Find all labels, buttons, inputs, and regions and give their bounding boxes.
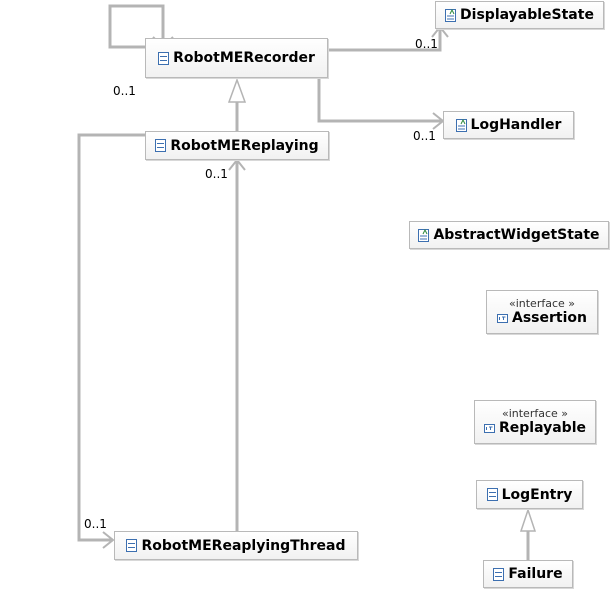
interface-replayable[interactable]: «interface » Replayable [474,400,596,444]
class-icon [126,539,138,552]
failure-inherits-log-entry-triangle [519,507,537,532]
class-icon [155,139,167,152]
class-name: AbstractWidgetState [433,227,600,243]
interface-stereotype: «interface » [501,407,569,420]
abstract-class-icon [445,8,457,22]
recorder-to-displayable-association [328,28,442,52]
interface-stereotype: «interface » [508,297,576,310]
multiplicity-thread-to-replaying: 0..1 [205,167,228,181]
multiplicity-recorder-self: 0..1 [113,84,136,98]
class-icon [486,488,498,501]
class-name: RobotMERecorder [173,50,315,66]
class-robotmereaplyingthread[interactable]: RobotMEReaplyingThread [114,531,358,560]
multiplicity-replaying-to-thread: 0..1 [84,517,107,531]
multiplicity-recorder-to-log-handler: 0..1 [413,129,436,143]
interface-name: Assertion [512,310,587,326]
class-name: Failure [508,566,563,582]
interface-assertion[interactable]: «interface » Assertion [486,290,598,334]
abstract-class-icon [418,228,430,242]
class-loghandler[interactable]: LogHandler [443,111,574,139]
interface-icon [483,423,495,433]
class-name: DisplayableState [460,7,594,23]
class-name: RobotMEReplaying [170,137,319,154]
class-name: LogEntry [501,486,573,503]
class-name: LogHandler [470,117,562,133]
replaying-to-thread-arrowhead [102,531,115,549]
interface-name: Replayable [498,420,586,436]
abstract-class-icon [455,118,467,132]
recorder-to-log-handler-association [317,78,443,123]
class-logentry[interactable]: LogEntry [476,480,583,509]
class-icon [493,567,505,581]
replaying-to-thread-association [77,133,145,542]
class-icon [158,51,170,65]
replaying-inherits-recorder-triangle [227,77,247,103]
class-robotmereplaying[interactable]: RobotMEReplaying [145,131,329,160]
class-displayablestate[interactable]: DisplayableState [435,1,604,29]
class-failure[interactable]: Failure [483,560,573,588]
recorder-self-association [108,4,165,49]
multiplicity-recorder-to-displayable: 0..1 [415,37,438,51]
class-name: RobotMEReaplyingThread [141,537,346,554]
thread-to-replaying-arrowhead [228,158,246,171]
class-abstractwidgetstate[interactable]: AbstractWidgetState [409,221,609,249]
class-robotmerecorder[interactable]: RobotMERecorder [145,38,328,78]
interface-icon [497,313,508,323]
